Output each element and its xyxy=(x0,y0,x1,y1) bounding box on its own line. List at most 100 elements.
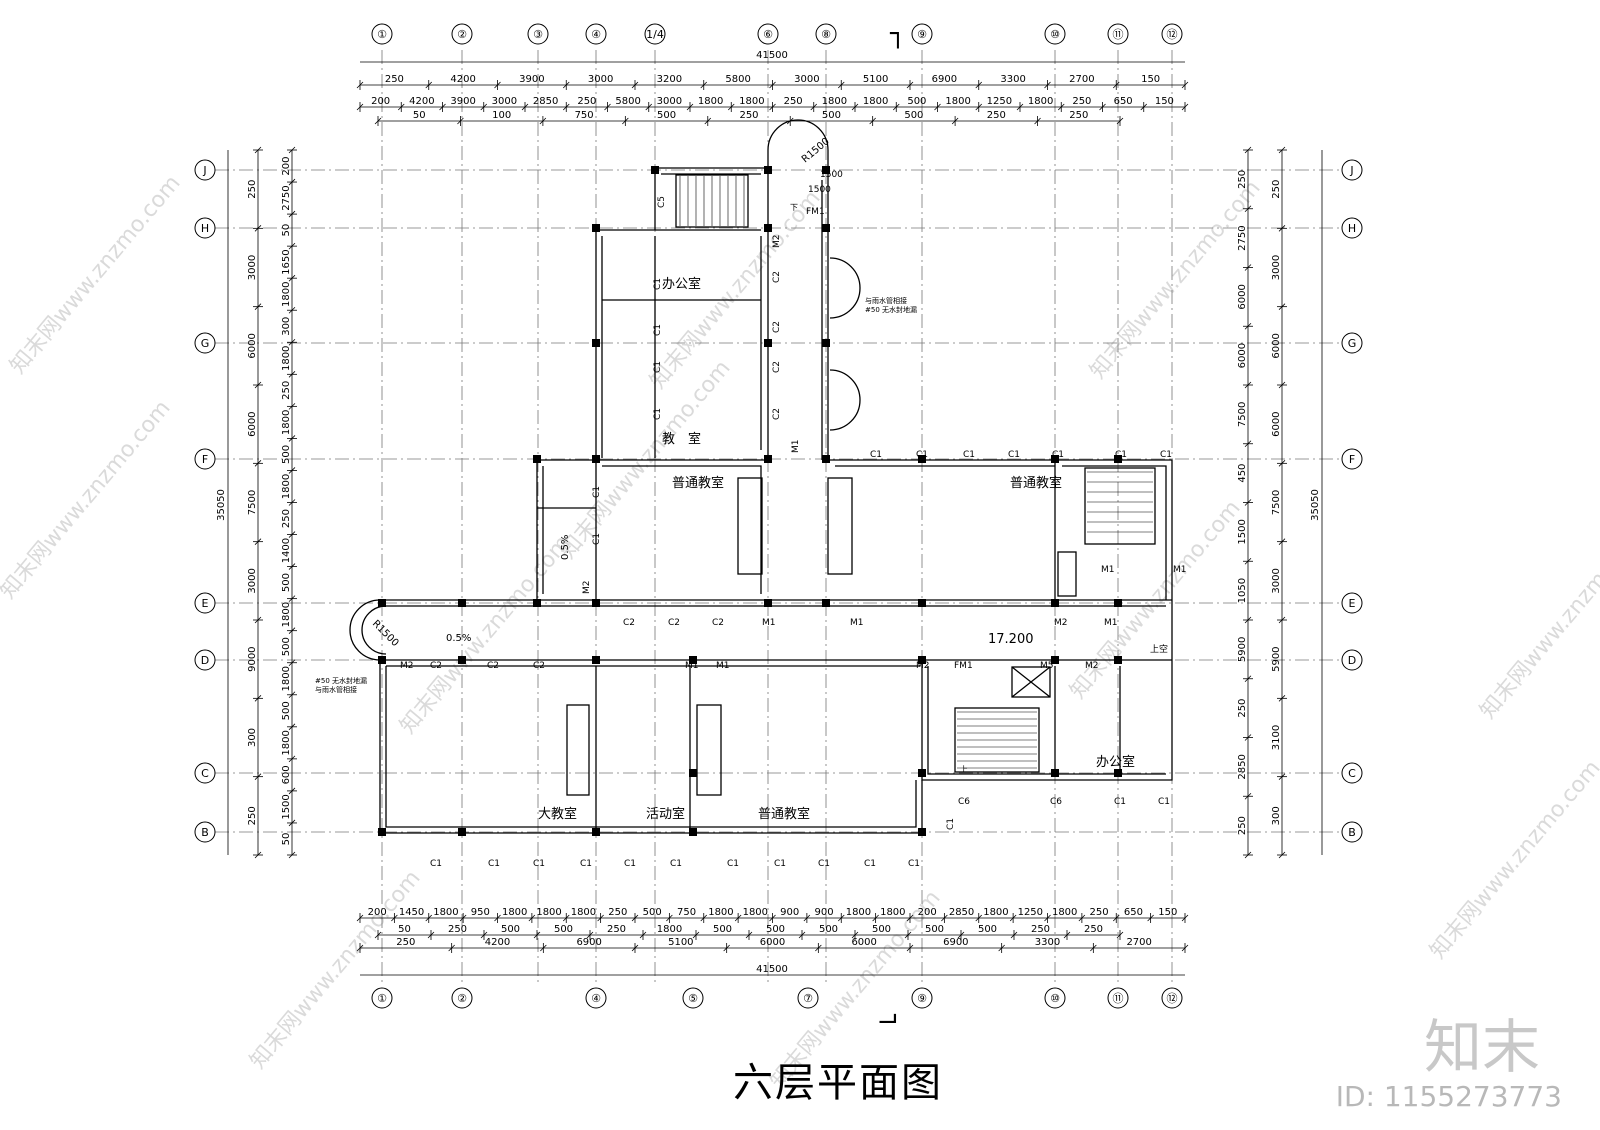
dim-text: 200 xyxy=(281,156,292,175)
dim-text: 1800 xyxy=(281,474,292,499)
axis-bubble-right: D xyxy=(1348,654,1356,667)
column xyxy=(1114,599,1122,607)
dim-text: 4200 xyxy=(409,96,434,107)
axis-bubble-top-circle xyxy=(1107,23,1129,45)
dim-text: 1500 xyxy=(1237,519,1248,544)
tag-m1: M1 xyxy=(716,661,730,671)
column xyxy=(458,656,466,664)
room-label-office-2: 办公室 xyxy=(1096,754,1135,770)
column xyxy=(378,599,386,607)
column xyxy=(1051,455,1059,463)
dim-label: 1500 xyxy=(820,170,843,180)
dim-text: 2850 xyxy=(533,96,558,107)
axis-bubble-bottom: ⑤ xyxy=(688,992,698,1005)
dim-text: 3300 xyxy=(1035,937,1060,948)
axis-bubble-bottom: ① xyxy=(377,992,387,1005)
axis-bubble-right: B xyxy=(1348,826,1356,839)
dim-text: 50 xyxy=(281,833,292,846)
tag-c6: C6 xyxy=(1050,797,1062,807)
tag-m5: M5 xyxy=(1040,661,1054,671)
axis-bubble-left-circle xyxy=(194,649,216,671)
column xyxy=(689,656,697,664)
column xyxy=(689,769,697,777)
column xyxy=(1114,656,1122,664)
dim-text: 5800 xyxy=(725,74,750,85)
column xyxy=(918,828,926,836)
radius-mark: R1500 xyxy=(370,618,401,649)
dim-text: 2700 xyxy=(1069,74,1094,85)
axis-bubble-bottom-circle xyxy=(1107,987,1129,1009)
axis-bubble-top-circle xyxy=(815,23,837,45)
elevation-mark: 17.200 xyxy=(988,632,1034,647)
dim-text: 250 xyxy=(739,110,758,121)
dim-text: 900 xyxy=(815,907,834,918)
dim-text: 3000 xyxy=(492,96,517,107)
dim-text: 6000 xyxy=(247,411,258,436)
tag-c2: C2 xyxy=(772,361,782,373)
tag-m1: M1 xyxy=(1173,565,1187,575)
watermark-text: 知末网www.znzmo.com xyxy=(1475,516,1600,724)
tag-c2: C2 xyxy=(772,408,782,420)
axis-bubble-bottom: ⑦ xyxy=(803,992,813,1005)
axis-bubble-top-circle xyxy=(1044,23,1066,45)
column xyxy=(592,828,600,836)
tag-m2: M2 xyxy=(1054,618,1068,628)
room-label-office-1: 办公室 xyxy=(662,276,701,292)
dim-text: 1650 xyxy=(281,249,292,274)
axis-bubble-top: ⑫ xyxy=(1167,28,1178,41)
axis-bubble-top-circle xyxy=(585,23,607,45)
dim-text: 1050 xyxy=(1237,578,1248,603)
dim-text: 9000 xyxy=(247,646,258,671)
tag-c1: C1 xyxy=(1115,450,1127,460)
tag-m1: M1 xyxy=(762,618,776,628)
column xyxy=(458,599,466,607)
axis-bubble-bottom-circle xyxy=(1044,987,1066,1009)
axis-bubble-bottom-circle xyxy=(682,987,704,1009)
tag-fm1: FM1 xyxy=(954,661,973,671)
dim-text: 1800 xyxy=(822,96,847,107)
drain-note: #50 无水封地漏 xyxy=(865,305,917,314)
dim-text: 1450 xyxy=(399,907,424,918)
dim-text: 1250 xyxy=(987,96,1012,107)
column xyxy=(822,599,830,607)
column xyxy=(378,828,386,836)
tag-c1: C1 xyxy=(653,324,663,336)
tag-c2: C2 xyxy=(533,661,545,671)
dim-text: 250 xyxy=(607,924,626,935)
axis-bubble-right-circle xyxy=(1341,448,1363,470)
axis-bubble-right-circle xyxy=(1341,649,1363,671)
stair-up-label: 上 xyxy=(960,765,968,774)
tag-c1: C1 xyxy=(908,859,920,869)
tag-m1: M1 xyxy=(1104,618,1118,628)
column xyxy=(764,455,772,463)
axis-bubble-right: F xyxy=(1349,453,1355,466)
tag-c1: C1 xyxy=(916,450,928,460)
dim-text: 500 xyxy=(904,110,923,121)
column xyxy=(592,339,600,347)
dim-text: 3000 xyxy=(1271,255,1282,280)
tag-c2: C2 xyxy=(487,661,499,671)
dim-text: 500 xyxy=(501,924,520,935)
dim-text-total: 35050 xyxy=(1310,489,1321,521)
dim-text: 1800 xyxy=(433,907,458,918)
opening-tags: C5 C1 C1 C1 C1 C2 C2 C2 C2 M2 M1 FM1 C1 … xyxy=(400,196,1187,869)
column xyxy=(592,599,600,607)
tag-c2: C2 xyxy=(623,618,635,628)
watermark-text: 知末网www.znzmo.com xyxy=(1425,756,1600,964)
column xyxy=(1051,769,1059,777)
tag-m2: M2 xyxy=(772,235,782,249)
column xyxy=(764,599,772,607)
dim-text: 2850 xyxy=(949,907,974,918)
tag-c1: C1 xyxy=(653,278,663,290)
dim-text: 6000 xyxy=(851,937,876,948)
dim-text: 950 xyxy=(471,907,490,918)
axis-bubble-top: ⑧ xyxy=(821,28,831,41)
axis-bubble-left: J xyxy=(202,164,206,177)
dim-text: 500 xyxy=(819,924,838,935)
dim-text: 250 xyxy=(987,110,1006,121)
axis-bubble-right: C xyxy=(1348,767,1356,780)
axis-bubble-right: E xyxy=(1349,597,1356,610)
brand-logo: 知末 xyxy=(1423,1013,1540,1081)
dim-text: 6900 xyxy=(932,74,957,85)
